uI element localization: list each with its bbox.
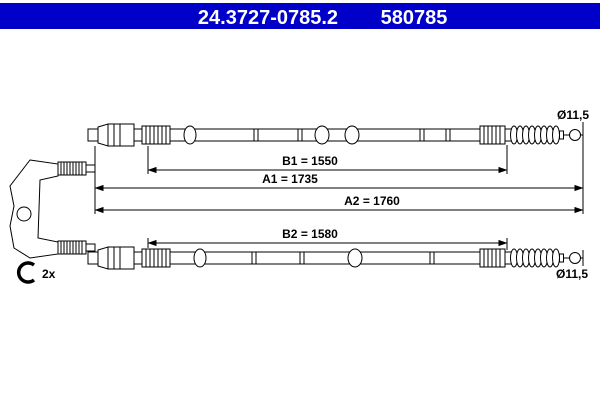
- dim-b2-label: B2 = 1580: [282, 227, 338, 241]
- grommet: [193, 248, 207, 268]
- mounting-bracket: [9, 159, 96, 259]
- grommet: [314, 125, 330, 145]
- dim-a2: A2 = 1760: [94, 194, 584, 214]
- dim-b1: B1 = 1550: [147, 145, 508, 174]
- dim-b1-label: B1 = 1550: [282, 154, 338, 168]
- clip-quantity-label: 2x: [42, 267, 56, 281]
- diameter-callouts: Ø11,5 Ø11,5: [556, 108, 589, 281]
- dim-a1-label: A1 = 1735: [262, 172, 318, 186]
- dim-b2: B2 = 1580: [147, 227, 508, 250]
- grommet: [347, 248, 363, 268]
- diameter-bottom-label: Ø11,5: [556, 267, 588, 281]
- header-bar: 24.3727-0785.2 580785: [0, 3, 600, 29]
- grommet: [183, 125, 197, 145]
- dim-a1: A1 = 1735: [94, 146, 584, 214]
- part-number: 24.3727-0785.2: [198, 7, 338, 29]
- grommet: [344, 125, 360, 145]
- header-background: [0, 3, 600, 29]
- bottom-cable: [87, 246, 581, 270]
- diameter-top-label: Ø11,5: [557, 108, 589, 122]
- cable-end-barrel: [569, 252, 581, 264]
- bracket-hole: [16, 206, 32, 222]
- reference-number: 580785: [381, 7, 448, 29]
- spring-section: [510, 125, 560, 145]
- dim-a2-label: A2 = 1760: [344, 194, 400, 208]
- retaining-clip-icon: 2x: [17, 261, 56, 284]
- spring-section: [510, 248, 560, 268]
- cable-end-barrel: [569, 129, 581, 141]
- top-cable: [87, 123, 581, 147]
